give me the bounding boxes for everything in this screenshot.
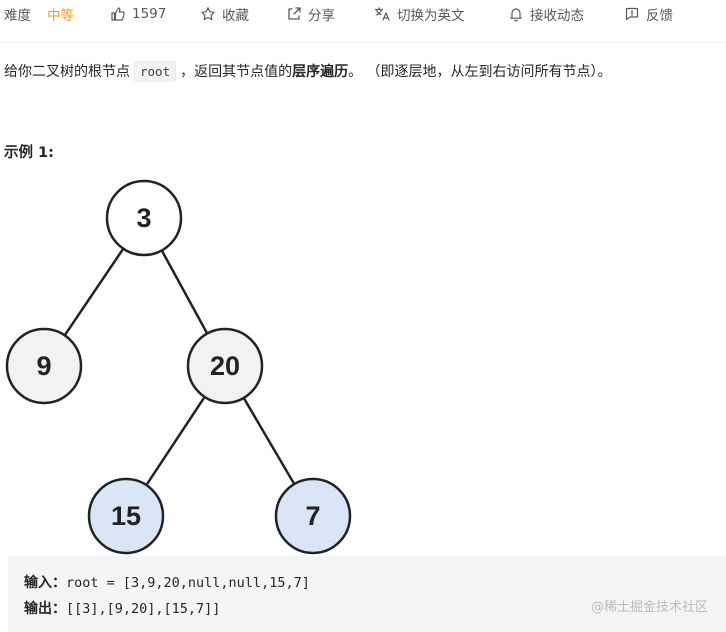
- problem-toolbar: 难度 中等 1597 收藏 分享 切换为英文 接收动态: [0, 0, 726, 30]
- tree-node-20: 20: [186, 327, 264, 405]
- notify-label: 接收动态: [530, 8, 584, 24]
- tree-edge-20-15: [145, 396, 206, 486]
- desc-prefix: 给你二叉树的根节点: [4, 64, 130, 80]
- binary-tree-diagram: 3 9 20 15 7: [5, 179, 352, 555]
- favorite-button[interactable]: 收藏: [200, 4, 249, 24]
- tree-node-label: 9: [36, 351, 51, 381]
- tree-edge-3-9: [63, 247, 125, 337]
- tree-node-circle: [105, 179, 183, 257]
- input-label: 输入：: [24, 575, 66, 591]
- tree-node-circle: [87, 477, 165, 555]
- example-code-block: 输入：root = [3,9,20,null,null,15,7] 输出：[[3…: [8, 556, 726, 632]
- output-line: 输出：[[3],[9,20],[15,7]]: [24, 598, 220, 618]
- favorite-label: 收藏: [222, 8, 249, 24]
- translate-icon: [374, 7, 390, 21]
- thumbs-up-icon: [111, 7, 125, 21]
- switch-language-button[interactable]: 切换为英文: [374, 4, 465, 24]
- tree-node-7: 7: [274, 477, 352, 555]
- share-button[interactable]: 分享: [286, 4, 335, 24]
- likes-count: 1597: [132, 6, 167, 22]
- difficulty-label: 难度: [4, 8, 31, 24]
- difficulty-value: 中等: [47, 8, 74, 24]
- feedback-label: 反馈: [646, 8, 673, 24]
- share-label: 分享: [308, 8, 335, 24]
- tree-node-label: 15: [111, 501, 141, 531]
- desc-bold: 层序遍历: [292, 64, 349, 80]
- root-code: root: [134, 61, 177, 82]
- output-label: 输出：: [24, 601, 66, 617]
- input-line: 输入：root = [3,9,20,null,null,15,7]: [24, 572, 310, 592]
- tree-node-9: 9: [5, 327, 83, 405]
- difficulty: 难度 中等: [4, 4, 74, 24]
- desc-suffix: 。 （即逐层地，从左到右访问所有节点）。: [348, 64, 612, 80]
- feedback-icon: [625, 7, 639, 21]
- tree-node-label: 3: [136, 203, 151, 233]
- tree-edge-20-7: [242, 397, 296, 485]
- tree-edge-3-20: [160, 249, 209, 335]
- watermark: @稀土掘金技术社区: [590, 600, 708, 615]
- feedback-button[interactable]: 反馈: [624, 4, 673, 24]
- desc-mid: ，返回其节点值的: [180, 64, 293, 80]
- tree-node-label: 7: [305, 501, 320, 531]
- star-icon: [201, 7, 215, 21]
- tree-node-circle: [5, 327, 83, 405]
- tree-node-circle: [274, 477, 352, 555]
- output-value: [[3],[9,20],[15,7]]: [66, 601, 221, 617]
- bell-icon: [510, 8, 522, 22]
- input-value: root = [3,9,20,null,null,15,7]: [66, 575, 310, 591]
- tree-node-circle: [186, 327, 264, 405]
- like-button[interactable]: 1597: [110, 4, 166, 24]
- tree-node-15: 15: [87, 477, 165, 555]
- tree-node-label: 20: [210, 351, 240, 381]
- example-title: 示例 1:: [4, 145, 54, 161]
- toolbar-divider: [0, 42, 726, 43]
- share-icon: [288, 7, 301, 20]
- switch-language-label: 切换为英文: [397, 8, 465, 24]
- tree-node-3: 3: [105, 179, 183, 257]
- notify-button[interactable]: 接收动态: [508, 4, 584, 24]
